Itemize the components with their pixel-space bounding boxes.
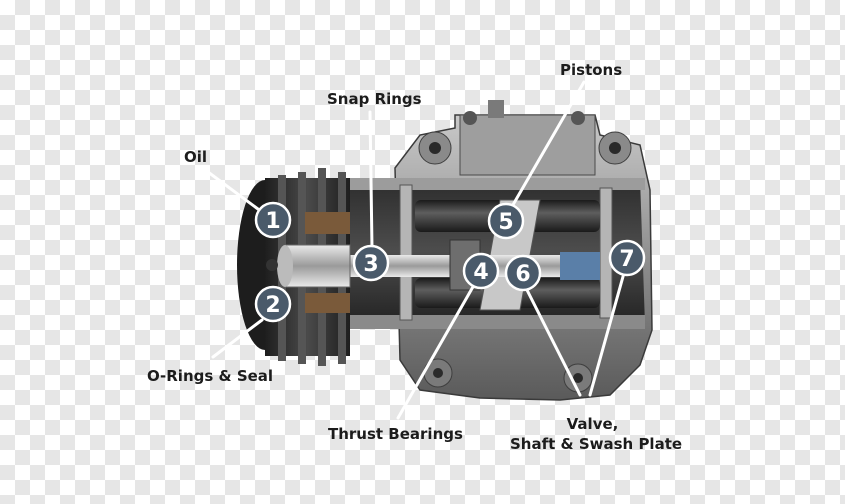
label-o-rings-seal: O-Rings & Seal <box>147 367 274 385</box>
marker-1: 1 <box>254 201 292 239</box>
front-plate <box>399 184 413 321</box>
clutch-coil-top <box>305 212 350 234</box>
svg-text:6: 6 <box>515 262 530 287</box>
label-oil: Oil <box>184 148 208 166</box>
top-boss <box>459 114 596 176</box>
label-thrust-bearings: Thrust Bearings <box>328 425 463 443</box>
svg-text:3: 3 <box>363 252 378 277</box>
label-valve-line2: Shaft & Swash Plate <box>510 435 683 453</box>
label-valve: Valve, Shaft & Swash Plate <box>510 414 683 454</box>
svg-text:2: 2 <box>265 293 280 318</box>
clutch-coil-bottom <box>305 293 350 313</box>
marker-4: 4 <box>462 252 500 290</box>
svg-text:7: 7 <box>619 247 634 272</box>
svg-text:4: 4 <box>473 260 488 285</box>
marker-5: 5 <box>487 202 525 240</box>
label-snap-rings: Snap Rings <box>327 90 422 108</box>
label-valve-line1: Valve, <box>566 415 619 433</box>
marker-2: 2 <box>254 285 292 323</box>
label-pistons: Pistons <box>560 61 623 79</box>
splined-hub <box>284 244 351 288</box>
svg-text:5: 5 <box>498 210 513 235</box>
marker-3: 3 <box>352 244 390 282</box>
marker-7: 7 <box>608 239 646 277</box>
svg-text:1: 1 <box>265 209 280 234</box>
marker-6: 6 <box>504 254 542 292</box>
leader-lines <box>206 80 626 420</box>
